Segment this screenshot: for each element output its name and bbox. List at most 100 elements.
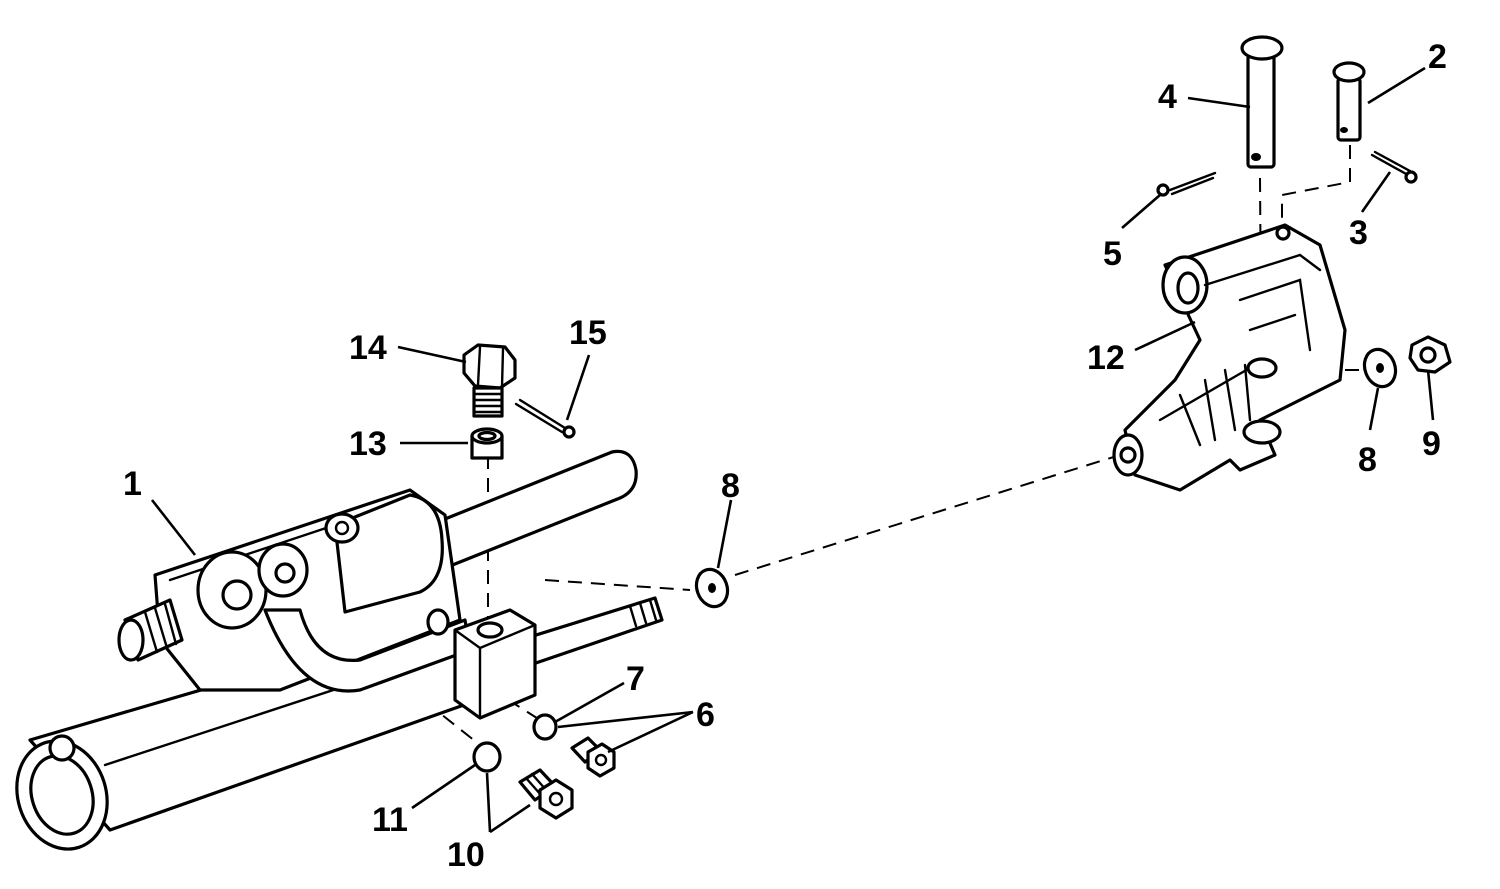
cotter-5-eye <box>1156 183 1170 197</box>
part-2-pin <box>1332 61 1366 142</box>
part-12-bracket <box>1112 223 1347 492</box>
pin-2-hole <box>1340 127 1348 133</box>
leader-9 <box>1426 369 1435 421</box>
bracket-top-hole <box>1275 225 1291 241</box>
part-6-fitting <box>570 736 616 778</box>
callout-2: 2 <box>1428 38 1447 76</box>
tube-end-lug <box>48 734 76 762</box>
upper-housing-boss <box>333 493 444 614</box>
part-7-o-ring <box>532 713 558 741</box>
pin-2-head <box>1332 61 1366 83</box>
callout-12: 12 <box>1087 339 1125 377</box>
small-lug <box>426 608 450 636</box>
leader-2 <box>1367 66 1426 105</box>
bracket-rod-hole <box>1119 446 1137 464</box>
rod-end-block-edges <box>453 623 537 720</box>
leader-3 <box>1360 171 1392 213</box>
part-1-steering-cylinder <box>15 449 664 851</box>
o-ring-7 <box>532 713 558 741</box>
upper-piston-rod <box>428 449 638 572</box>
fitting-10-hex <box>538 778 574 820</box>
part-3-cotter-pin <box>1370 150 1418 184</box>
part-11-o-ring <box>472 741 502 773</box>
bolt-14-head <box>462 343 517 390</box>
leader-8b <box>1368 387 1380 431</box>
cylinder-tube-bore <box>29 754 95 836</box>
leader-4 <box>1187 96 1251 109</box>
part-13-bushing <box>470 427 504 460</box>
part-15-cotter-pin <box>514 398 576 439</box>
bolt-14-facets <box>476 345 505 389</box>
fitting-6-bore <box>594 753 608 767</box>
part-14-bolt <box>462 343 517 418</box>
bracket-pin-hole <box>1246 357 1278 379</box>
callout-1: 1 <box>123 465 142 503</box>
callout-14: 14 <box>349 329 387 367</box>
callout-7: 7 <box>626 660 645 698</box>
callout-15: 15 <box>569 314 607 352</box>
rod-end-block <box>453 608 537 720</box>
housing-lug <box>324 512 360 544</box>
part-9-nut <box>1408 335 1452 374</box>
callout-4: 4 <box>1158 78 1177 116</box>
assembly-line-washer-to-bracket <box>734 454 1121 576</box>
bracket-webs-upper <box>1203 253 1322 352</box>
callout-6: 6 <box>696 696 715 734</box>
callout-5: 5 <box>1103 235 1122 273</box>
bridge-yoke <box>263 608 472 693</box>
bolt-14-threads <box>472 392 504 414</box>
leader-14 <box>397 345 467 364</box>
fitting-10-bore <box>548 791 564 807</box>
cotter-5-legs <box>1168 171 1217 196</box>
cotter-3-legs <box>1370 150 1412 177</box>
fitting-threads <box>143 602 178 654</box>
leader-12 <box>1134 320 1196 352</box>
leader-5 <box>1121 194 1161 229</box>
leader-1 <box>150 499 197 556</box>
callout-9: 9 <box>1422 425 1441 463</box>
washer-8b-hole <box>1376 363 1384 373</box>
leader-lines <box>150 66 1435 834</box>
port-left-hole <box>221 579 253 611</box>
rod-threads <box>628 598 658 628</box>
assembly-line-pin-2 <box>1281 145 1351 230</box>
part-8-washer-left <box>694 567 730 609</box>
leader-11 <box>411 763 476 810</box>
bracket-pivot-hole <box>1176 271 1200 305</box>
callout-8-right: 8 <box>1358 441 1377 479</box>
callout-3: 3 <box>1349 214 1368 252</box>
part-4-pin <box>1240 35 1284 169</box>
callout-8-left: 8 <box>721 467 740 505</box>
leader-15 <box>565 354 591 421</box>
part-5-cotter-pin <box>1156 171 1217 197</box>
callout-13: 13 <box>349 425 387 463</box>
bracket-ribs <box>1158 363 1257 447</box>
threaded-fitting-end <box>117 618 145 662</box>
leader-10 <box>485 772 531 834</box>
bushing-13-bore <box>477 430 497 442</box>
part-10-fitting <box>518 768 574 820</box>
callout-11: 11 <box>372 801 408 839</box>
part-8-washer-right <box>1362 347 1398 389</box>
pin-4-hole <box>1251 153 1261 161</box>
nut-9-bore <box>1419 346 1437 364</box>
leader-8a <box>716 499 733 569</box>
washer-8a-hole <box>708 583 716 593</box>
callout-10: 10 <box>447 836 485 874</box>
assembly-line-rod-to-washer <box>544 579 691 591</box>
housing-lug-hole <box>334 520 350 536</box>
bracket-lower-eye <box>1242 419 1282 445</box>
o-ring-11 <box>472 741 502 773</box>
pin-4-head <box>1240 35 1284 61</box>
leader-7 <box>554 681 625 724</box>
cotter-15-legs <box>514 398 567 434</box>
rod-end-hole <box>476 621 504 639</box>
cotter-15-eye <box>562 425 576 439</box>
pin-4-shank <box>1246 53 1276 169</box>
port-right-hole <box>274 562 296 584</box>
fitting-6-hex <box>586 742 616 778</box>
cotter-3-eye <box>1404 170 1418 184</box>
callout-labels: 1 2 3 4 5 6 7 8 8 9 10 11 12 13 14 15 <box>123 38 1447 874</box>
